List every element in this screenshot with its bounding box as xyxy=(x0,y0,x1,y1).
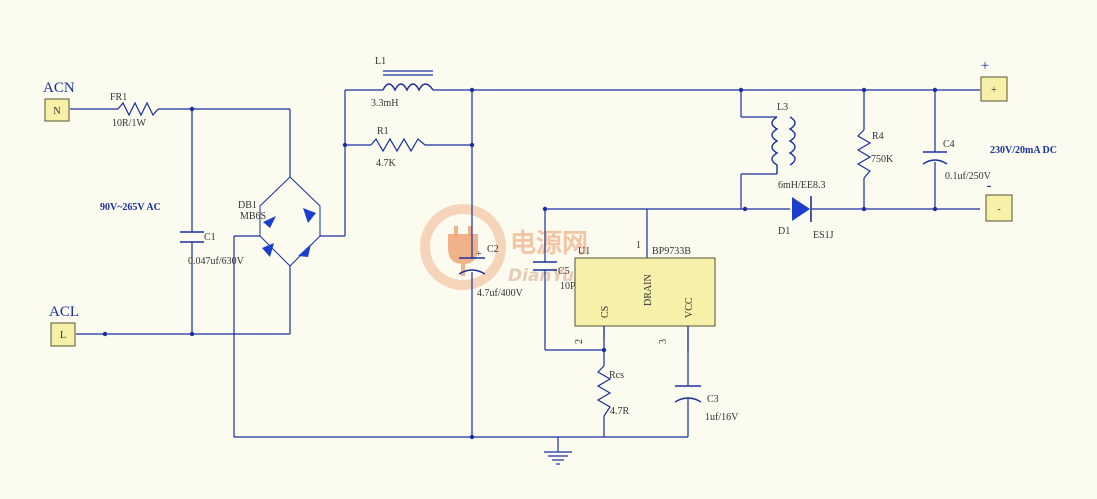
r1-value: 4.7K xyxy=(376,158,397,169)
output-spec-note: 230V/20mA DC xyxy=(990,145,1057,156)
db1-ref: DB1 xyxy=(238,200,257,211)
input-range-note: 90V~265V AC xyxy=(100,202,161,213)
terminal-acn-pin: N xyxy=(53,106,60,117)
c3-ref: C3 xyxy=(707,394,719,405)
u1-pin3-number: 3 xyxy=(658,339,669,344)
d1-value: ES1J xyxy=(813,230,834,241)
fr1-value: 10R/1W xyxy=(112,118,146,129)
terminal-acn: N ACN xyxy=(43,80,75,122)
r4-ref: R4 xyxy=(872,131,884,142)
resistor-rcs: Rcs 4.7R xyxy=(596,365,630,417)
terminal-acl: L ACL xyxy=(49,304,79,347)
u1-pin-cs: CS xyxy=(600,306,611,318)
terminal-pos-label: + xyxy=(981,58,989,74)
rcs-value: 4.7R xyxy=(610,406,630,417)
u1-pin-vcc: VCC xyxy=(684,297,695,318)
c4-value: 0.1uf/250V xyxy=(945,171,992,182)
bridge-rectifier-db1: DB1 MB6S xyxy=(238,176,321,290)
wires xyxy=(70,89,980,452)
watermark-logo-ring xyxy=(420,204,506,290)
u1-pin2-number: 2 xyxy=(574,339,585,344)
terminal-neg-label: - xyxy=(987,178,992,194)
c2-value: 4.7uf/400V xyxy=(477,288,524,299)
capacitor-c1: C1 0.047uf/630V xyxy=(180,231,245,267)
capacitor-c2: + C2 4.7uf/400V xyxy=(458,244,524,299)
ground-icon xyxy=(544,451,572,465)
capacitor-c4: C4 0.1uf/250V xyxy=(922,139,992,182)
terminal-output-negative: - - xyxy=(985,178,1013,222)
inductor-l1: L1 3.3mH xyxy=(371,56,434,109)
c4-ref: C4 xyxy=(943,139,955,150)
c5-ref: C5 xyxy=(558,266,570,277)
c1-ref: C1 xyxy=(204,232,216,243)
inductor-l3: L3 6mH/EE8.3 xyxy=(771,102,826,191)
resistor-fr1: FR1 10R/1W xyxy=(110,92,159,129)
watermark-plug-icon xyxy=(448,234,478,276)
r1-ref: R1 xyxy=(377,126,389,137)
resistor-r1: R1 4.7K xyxy=(370,126,426,169)
l1-ref: L1 xyxy=(375,56,386,67)
c2-ref: C2 xyxy=(487,244,499,255)
terminal-acl-label: ACL xyxy=(49,304,79,320)
fr1-ref: FR1 xyxy=(110,92,127,103)
u1-pin-drain: DRAIN xyxy=(643,274,654,306)
l1-value: 3.3mH xyxy=(371,98,399,109)
watermark-cn: 电源网 xyxy=(510,229,588,259)
rcs-ref: Rcs xyxy=(609,370,624,381)
terminal-pos-pin: + xyxy=(991,85,997,96)
diode-d1: D1 ES1J xyxy=(778,196,834,241)
u1-pin1-number: 1 xyxy=(636,240,641,251)
resistor-r4: R4 750K xyxy=(856,129,894,179)
svg-text:+: + xyxy=(476,249,482,260)
u1-ref: U1 xyxy=(578,246,590,257)
ic-u1: U1 BP9733B 1 2 3 CS DRAIN VCC xyxy=(574,240,716,352)
l3-ref: L3 xyxy=(777,102,788,113)
terminal-acn-label: ACN xyxy=(43,80,75,96)
junctions xyxy=(102,87,938,440)
r4-value: 750K xyxy=(871,154,894,165)
c3-value: 1uf/16V xyxy=(705,412,739,423)
terminal-acl-pin: L xyxy=(60,330,66,341)
db1-value: MB6S xyxy=(240,211,266,222)
capacitor-c3: C3 1uf/16V xyxy=(674,385,739,423)
u1-value: BP9733B xyxy=(652,246,691,257)
d1-ref: D1 xyxy=(778,226,790,237)
terminal-output-positive: + + xyxy=(980,58,1008,102)
c1-value: 0.047uf/630V xyxy=(188,256,245,267)
l3-value: 6mH/EE8.3 xyxy=(778,180,826,191)
terminal-neg-pin: - xyxy=(997,204,1000,215)
